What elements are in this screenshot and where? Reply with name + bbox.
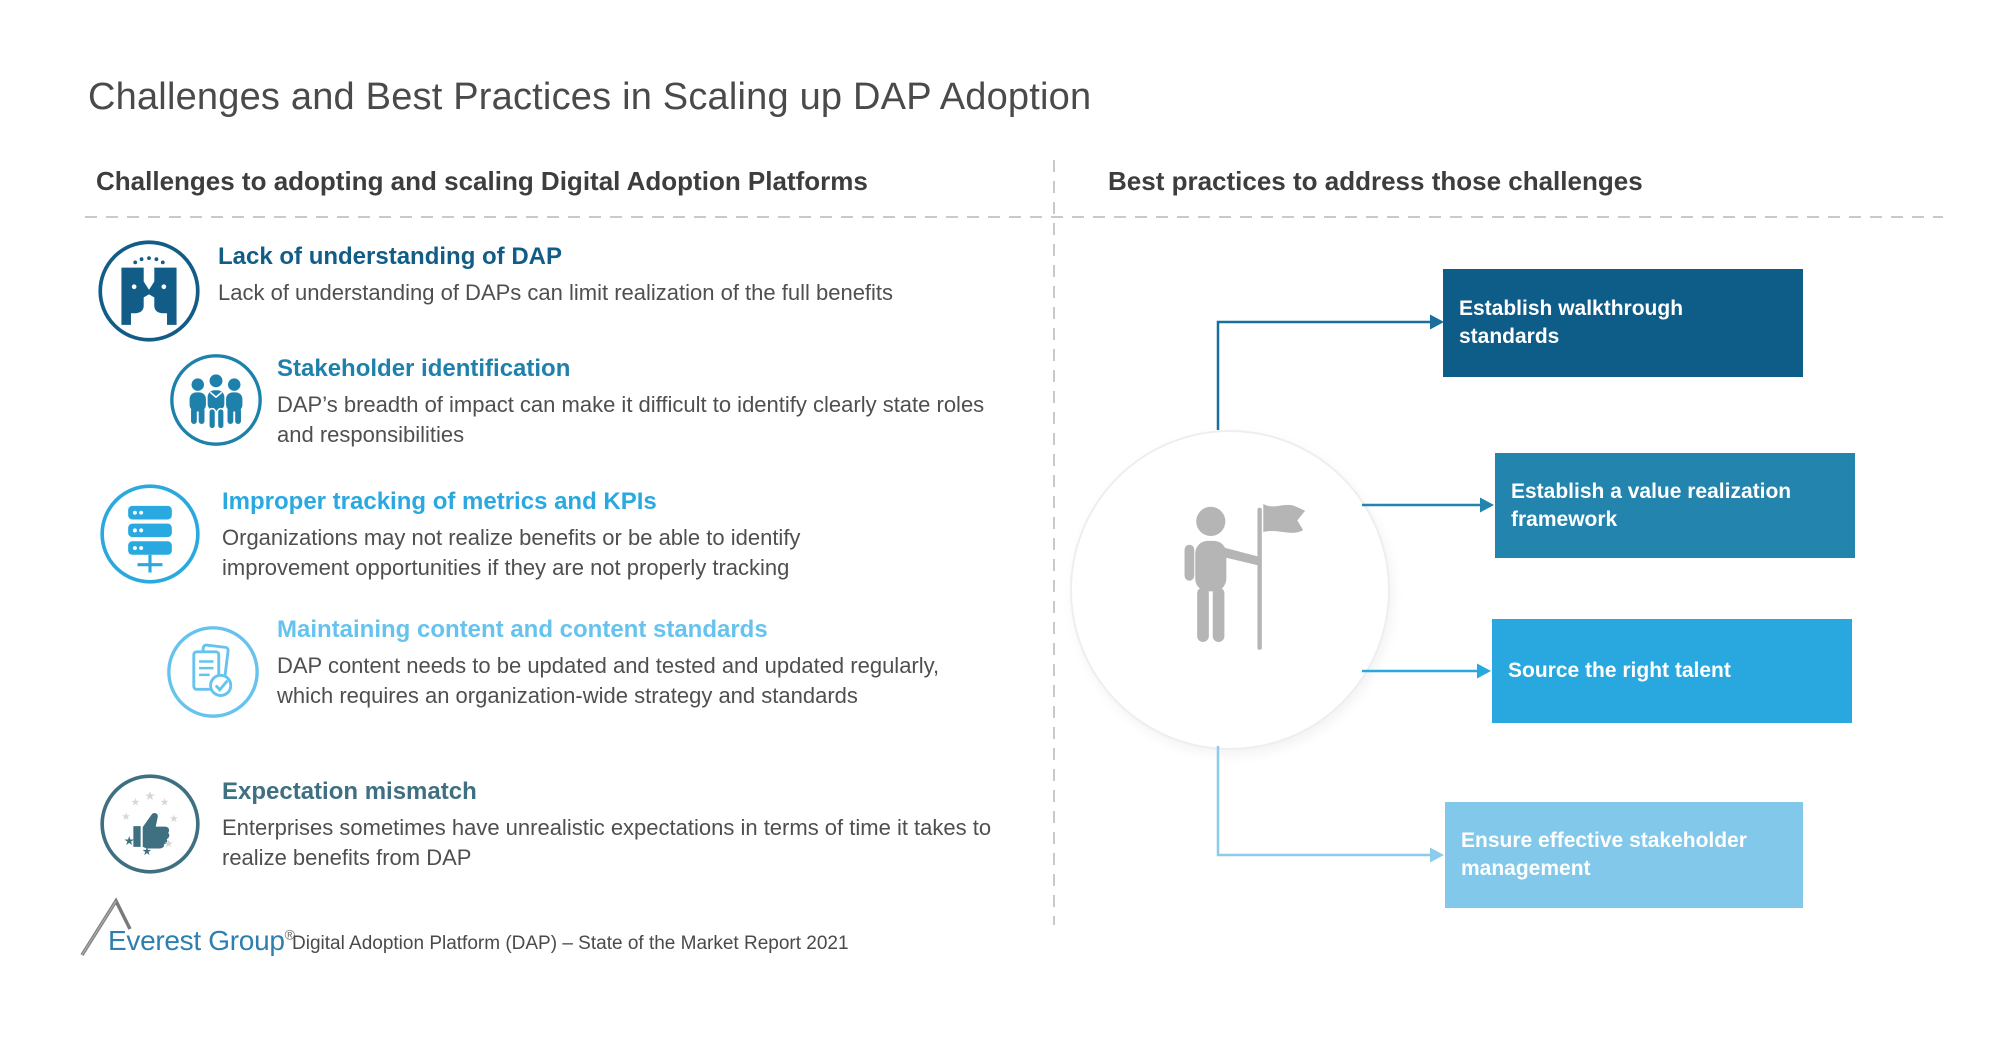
challenge-body: Organizations may not realize benefits o…: [222, 525, 801, 581]
challenge-body: DAP’s breadth of impact can make it diff…: [277, 392, 985, 448]
challenge-heading: Stakeholder identification: [277, 355, 571, 382]
conversation-heads-icon: [98, 240, 200, 342]
stakeholder-group-icon: [170, 354, 262, 446]
document-check-icon: [167, 626, 259, 718]
challenge-heading: Improper tracking of metrics and KPIs: [222, 488, 657, 515]
logo-wordmark: Everest Group: [108, 925, 285, 956]
challenge-heading: Lack of understanding of DAP: [218, 243, 563, 270]
challenge-body: Enterprises sometimes have unrealistic e…: [222, 815, 992, 871]
best-practice-box-walkthrough: Establish walkthrough standards: [1443, 269, 1803, 377]
page-title: Challenges and Best Practices in Scaling…: [88, 76, 1092, 118]
challenge-body: Lack of understanding of DAPs can limit …: [218, 280, 894, 305]
challenge-heading: Expectation mismatch: [222, 778, 477, 805]
svg-text:★: ★: [160, 796, 169, 808]
best-practice-label: Source the right talent: [1508, 659, 1731, 683]
best-practice-label: Establish a value realization framework: [1511, 479, 1792, 531]
server-stack-icon: [100, 484, 200, 584]
thumbs-up-stars-icon: ★ ★ ★ ★ ★ ★ ★ ★: [100, 774, 200, 874]
everest-group-logo: Everest Group®: [108, 925, 295, 957]
svg-text:★: ★: [131, 796, 140, 808]
svg-text:★: ★: [121, 811, 130, 823]
best-practice-box-stakeholder-mgmt: Ensure effective stakeholder management: [1445, 802, 1803, 908]
best-practice-label: Establish walkthrough standards: [1459, 297, 1684, 348]
svg-text:★: ★: [169, 813, 178, 825]
challenge-heading: Maintaining content and content standard…: [277, 616, 768, 643]
challenges-column-header: Challenges to adopting and scaling Digit…: [96, 166, 868, 196]
svg-text:★: ★: [142, 844, 152, 858]
everest-mountain-icon: [80, 897, 132, 956]
best-practice-box-value-realization: Establish a value realization framework: [1495, 453, 1855, 558]
challenge-body: DAP content needs to be updated and test…: [277, 653, 940, 709]
svg-text:★: ★: [144, 788, 155, 803]
figure-background-circle: [1070, 430, 1390, 750]
svg-text:★: ★: [164, 838, 173, 850]
best-practices-column-header: Best practices to address those challeng…: [1108, 166, 1643, 196]
vertical-dashed-divider: [1053, 160, 1055, 925]
source-citation: Digital Adoption Platform (DAP) – State …: [292, 933, 849, 954]
best-practice-label: Ensure effective stakeholder management: [1461, 829, 1747, 880]
registered-mark: ®: [284, 926, 295, 943]
svg-text:★: ★: [124, 833, 135, 848]
person-with-flag-icon: [1184, 503, 1306, 650]
best-practice-box-talent: Source the right talent: [1492, 619, 1852, 723]
horizontal-dashed-divider: [85, 216, 1943, 218]
connector-arrows: [1216, 314, 1494, 863]
